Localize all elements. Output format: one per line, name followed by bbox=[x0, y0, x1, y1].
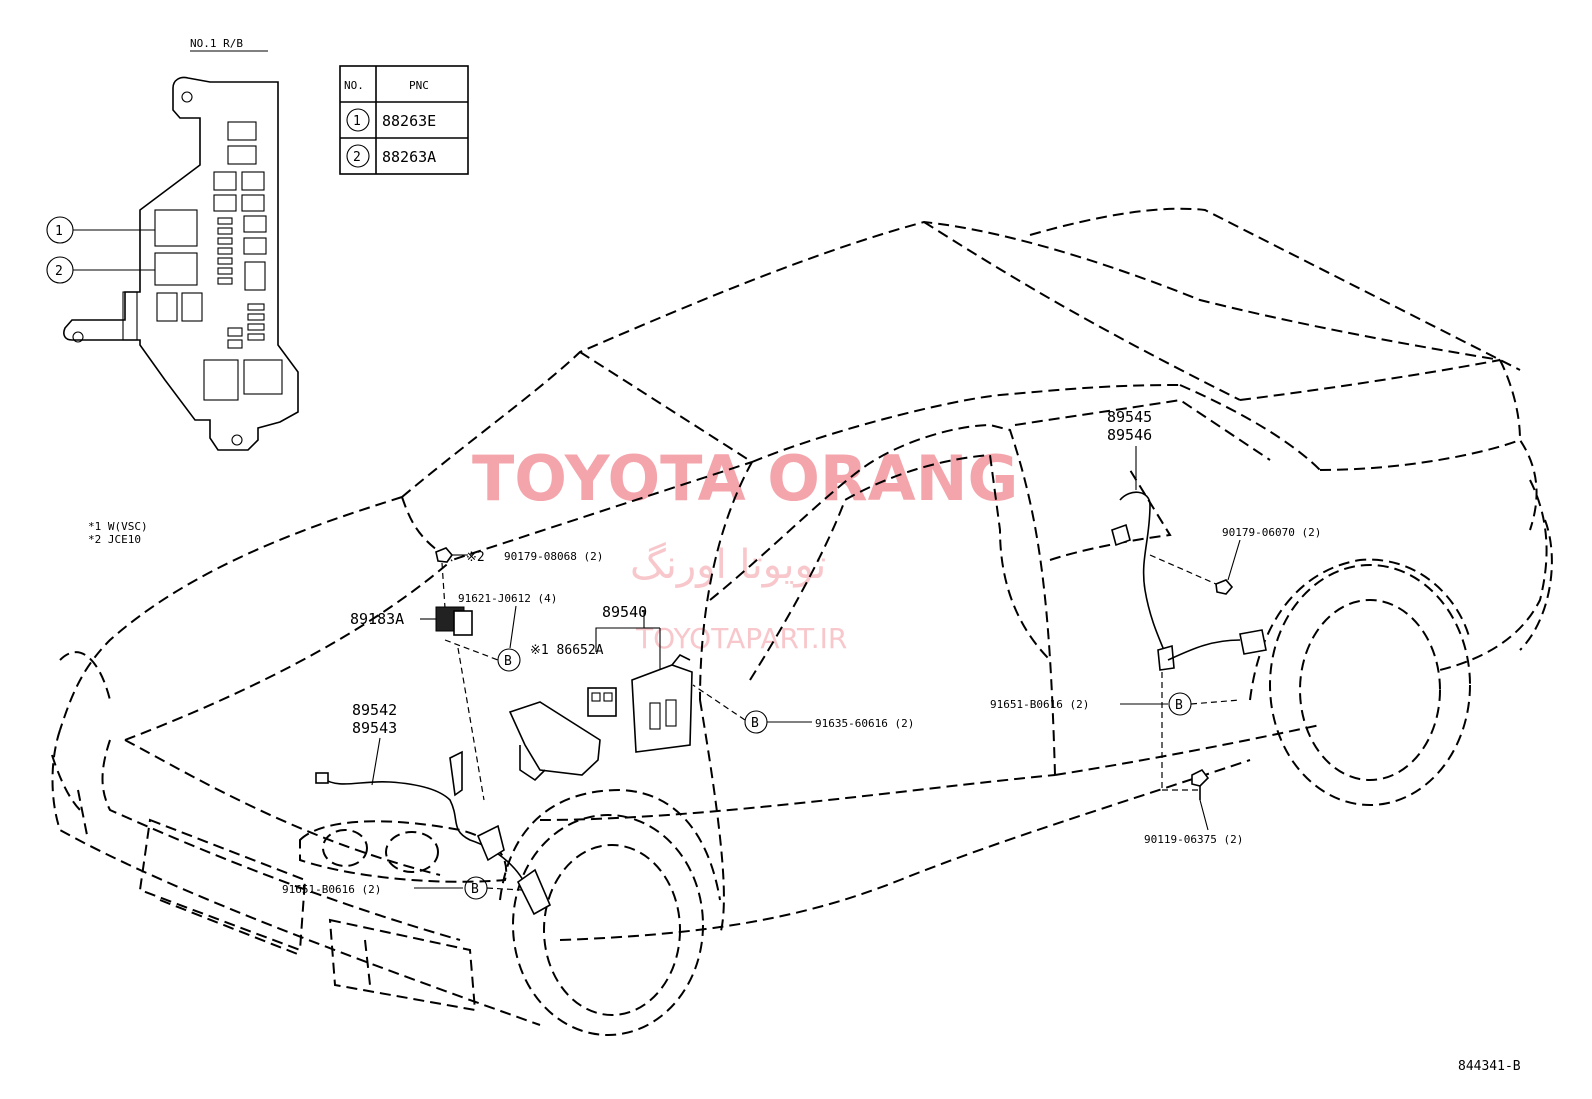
note-2: *2 JCE10 bbox=[88, 533, 141, 546]
relay-callout-2: 2 bbox=[46, 256, 155, 284]
label-91651-b0616-front: 91651-B0616 (2) bbox=[282, 883, 381, 896]
fuse-strip bbox=[217, 217, 265, 349]
watermark-url: TOYOTAPART.IR bbox=[635, 622, 847, 655]
front-components: ※2 90179-08068 (2) 91621-J0612 (4) 89183… bbox=[282, 547, 914, 916]
rear-components: 89545 89546 90179-06070 (2) 91651-B0616 … bbox=[990, 408, 1321, 846]
car-body-outline bbox=[51, 207, 1553, 1036]
svg-text:B: B bbox=[471, 882, 479, 897]
diagram-id: 844341-B bbox=[1458, 1059, 1521, 1074]
relay-block: NO.1 R/B bbox=[46, 37, 299, 451]
relay-block-title: NO.1 R/B bbox=[190, 37, 243, 50]
pnc-row-1: 1 88263E bbox=[346, 108, 436, 132]
svg-text:B: B bbox=[1175, 698, 1183, 713]
watermark-persian: تویوتا اورنگ bbox=[630, 542, 826, 588]
svg-text:88263E: 88263E bbox=[382, 112, 436, 130]
bolt-b-2: B bbox=[744, 710, 768, 734]
svg-text:88263A: 88263A bbox=[382, 148, 436, 166]
relay-callout-1: 1 bbox=[46, 216, 155, 244]
bolt-b-4: B bbox=[1168, 692, 1192, 716]
label-91651-b0616-rear: 91651-B0616 (2) bbox=[990, 698, 1089, 711]
pnc-header-pnc: PNC bbox=[409, 79, 429, 92]
svg-text:2: 2 bbox=[353, 150, 361, 165]
svg-text:2: 2 bbox=[55, 264, 63, 279]
watermark-english: TOYOTA ORANG bbox=[472, 442, 1018, 515]
notes: *1 W(VSC) *2 JCE10 bbox=[88, 520, 148, 546]
label-91635-60616: 91635-60616 (2) bbox=[815, 717, 914, 730]
label-89540: 89540 bbox=[602, 603, 647, 621]
label-90179-08068-mark: ※2 bbox=[466, 550, 485, 565]
label-90119-06375: 90119-06375 (2) bbox=[1144, 833, 1243, 846]
bolt-b-1: B bbox=[497, 648, 521, 672]
bolt-b-3: B bbox=[464, 876, 488, 900]
svg-text:1: 1 bbox=[353, 114, 361, 129]
label-89546: 89546 bbox=[1107, 426, 1152, 444]
label-89542: 89542 bbox=[352, 701, 397, 719]
pnc-row-2: 2 88263A bbox=[346, 144, 436, 168]
watermark: TOYOTA ORANG تویوتا اورنگ TOYOTAPART.IR bbox=[472, 442, 1018, 655]
svg-text:B: B bbox=[504, 654, 512, 669]
pnc-table: NO. PNC 1 88263E 2 88263A bbox=[339, 65, 469, 175]
pnc-header-no: NO. bbox=[344, 79, 364, 92]
label-90179-06070: 90179-06070 (2) bbox=[1222, 526, 1321, 539]
note-1: *1 W(VSC) bbox=[88, 520, 148, 533]
label-89183a: 89183A bbox=[350, 610, 404, 628]
label-89543: 89543 bbox=[352, 719, 397, 737]
svg-text:1: 1 bbox=[55, 224, 63, 239]
label-86652a: ※1 86652A bbox=[530, 643, 604, 658]
svg-text:B: B bbox=[751, 716, 759, 731]
label-91621-j0612: 91621-J0612 (4) bbox=[458, 592, 557, 605]
label-90179-08068: 90179-08068 (2) bbox=[504, 550, 603, 563]
label-89545: 89545 bbox=[1107, 408, 1152, 426]
